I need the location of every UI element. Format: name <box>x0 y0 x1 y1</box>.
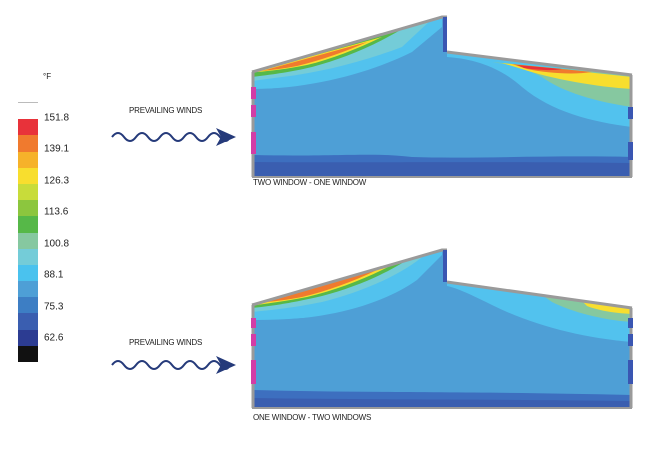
wind-arrow-top-icon <box>111 128 236 146</box>
legend-swatch <box>18 281 38 298</box>
legend-swatch <box>18 102 38 120</box>
legend-swatch <box>18 200 38 217</box>
legend-label: 151.8 <box>44 112 70 124</box>
legend-label: 100.8 <box>44 238 70 250</box>
legend-swatch <box>18 297 38 314</box>
wind-label-top: PREVAILING WINDS <box>129 106 203 115</box>
room-section-bottom <box>251 248 633 409</box>
caption-top: TWO WINDOW - ONE WINDOW <box>253 178 367 187</box>
legend-label: 62.6 <box>44 332 64 344</box>
legend-label: 126.3 <box>44 175 70 187</box>
legend-label: 113.6 <box>44 206 69 218</box>
legend-swatch <box>18 313 38 330</box>
legend-swatch <box>18 216 38 233</box>
legend-color-bar <box>18 102 38 362</box>
legend-swatch <box>18 183 38 201</box>
legend-label: 75.3 <box>44 301 64 313</box>
legend-swatch <box>18 345 38 362</box>
wind-label-bottom: PREVAILING WINDS <box>129 338 203 347</box>
legend-swatch <box>18 329 38 346</box>
caption-bottom: ONE WINDOW - TWO WINDOWS <box>253 413 372 422</box>
legend-swatch <box>18 119 38 136</box>
legend-swatch <box>18 135 38 152</box>
legend-label: 88.1 <box>44 269 64 281</box>
room-section-top <box>251 15 633 178</box>
legend-swatch <box>18 264 38 282</box>
wind-arrow-bottom-icon <box>111 356 236 374</box>
legend-swatch <box>18 248 38 265</box>
legend-swatch <box>18 151 38 168</box>
legend-label: 139.1 <box>44 143 70 155</box>
legend-swatch <box>18 232 38 249</box>
legend-unit: °F <box>43 72 52 81</box>
legend-swatch <box>18 167 38 184</box>
